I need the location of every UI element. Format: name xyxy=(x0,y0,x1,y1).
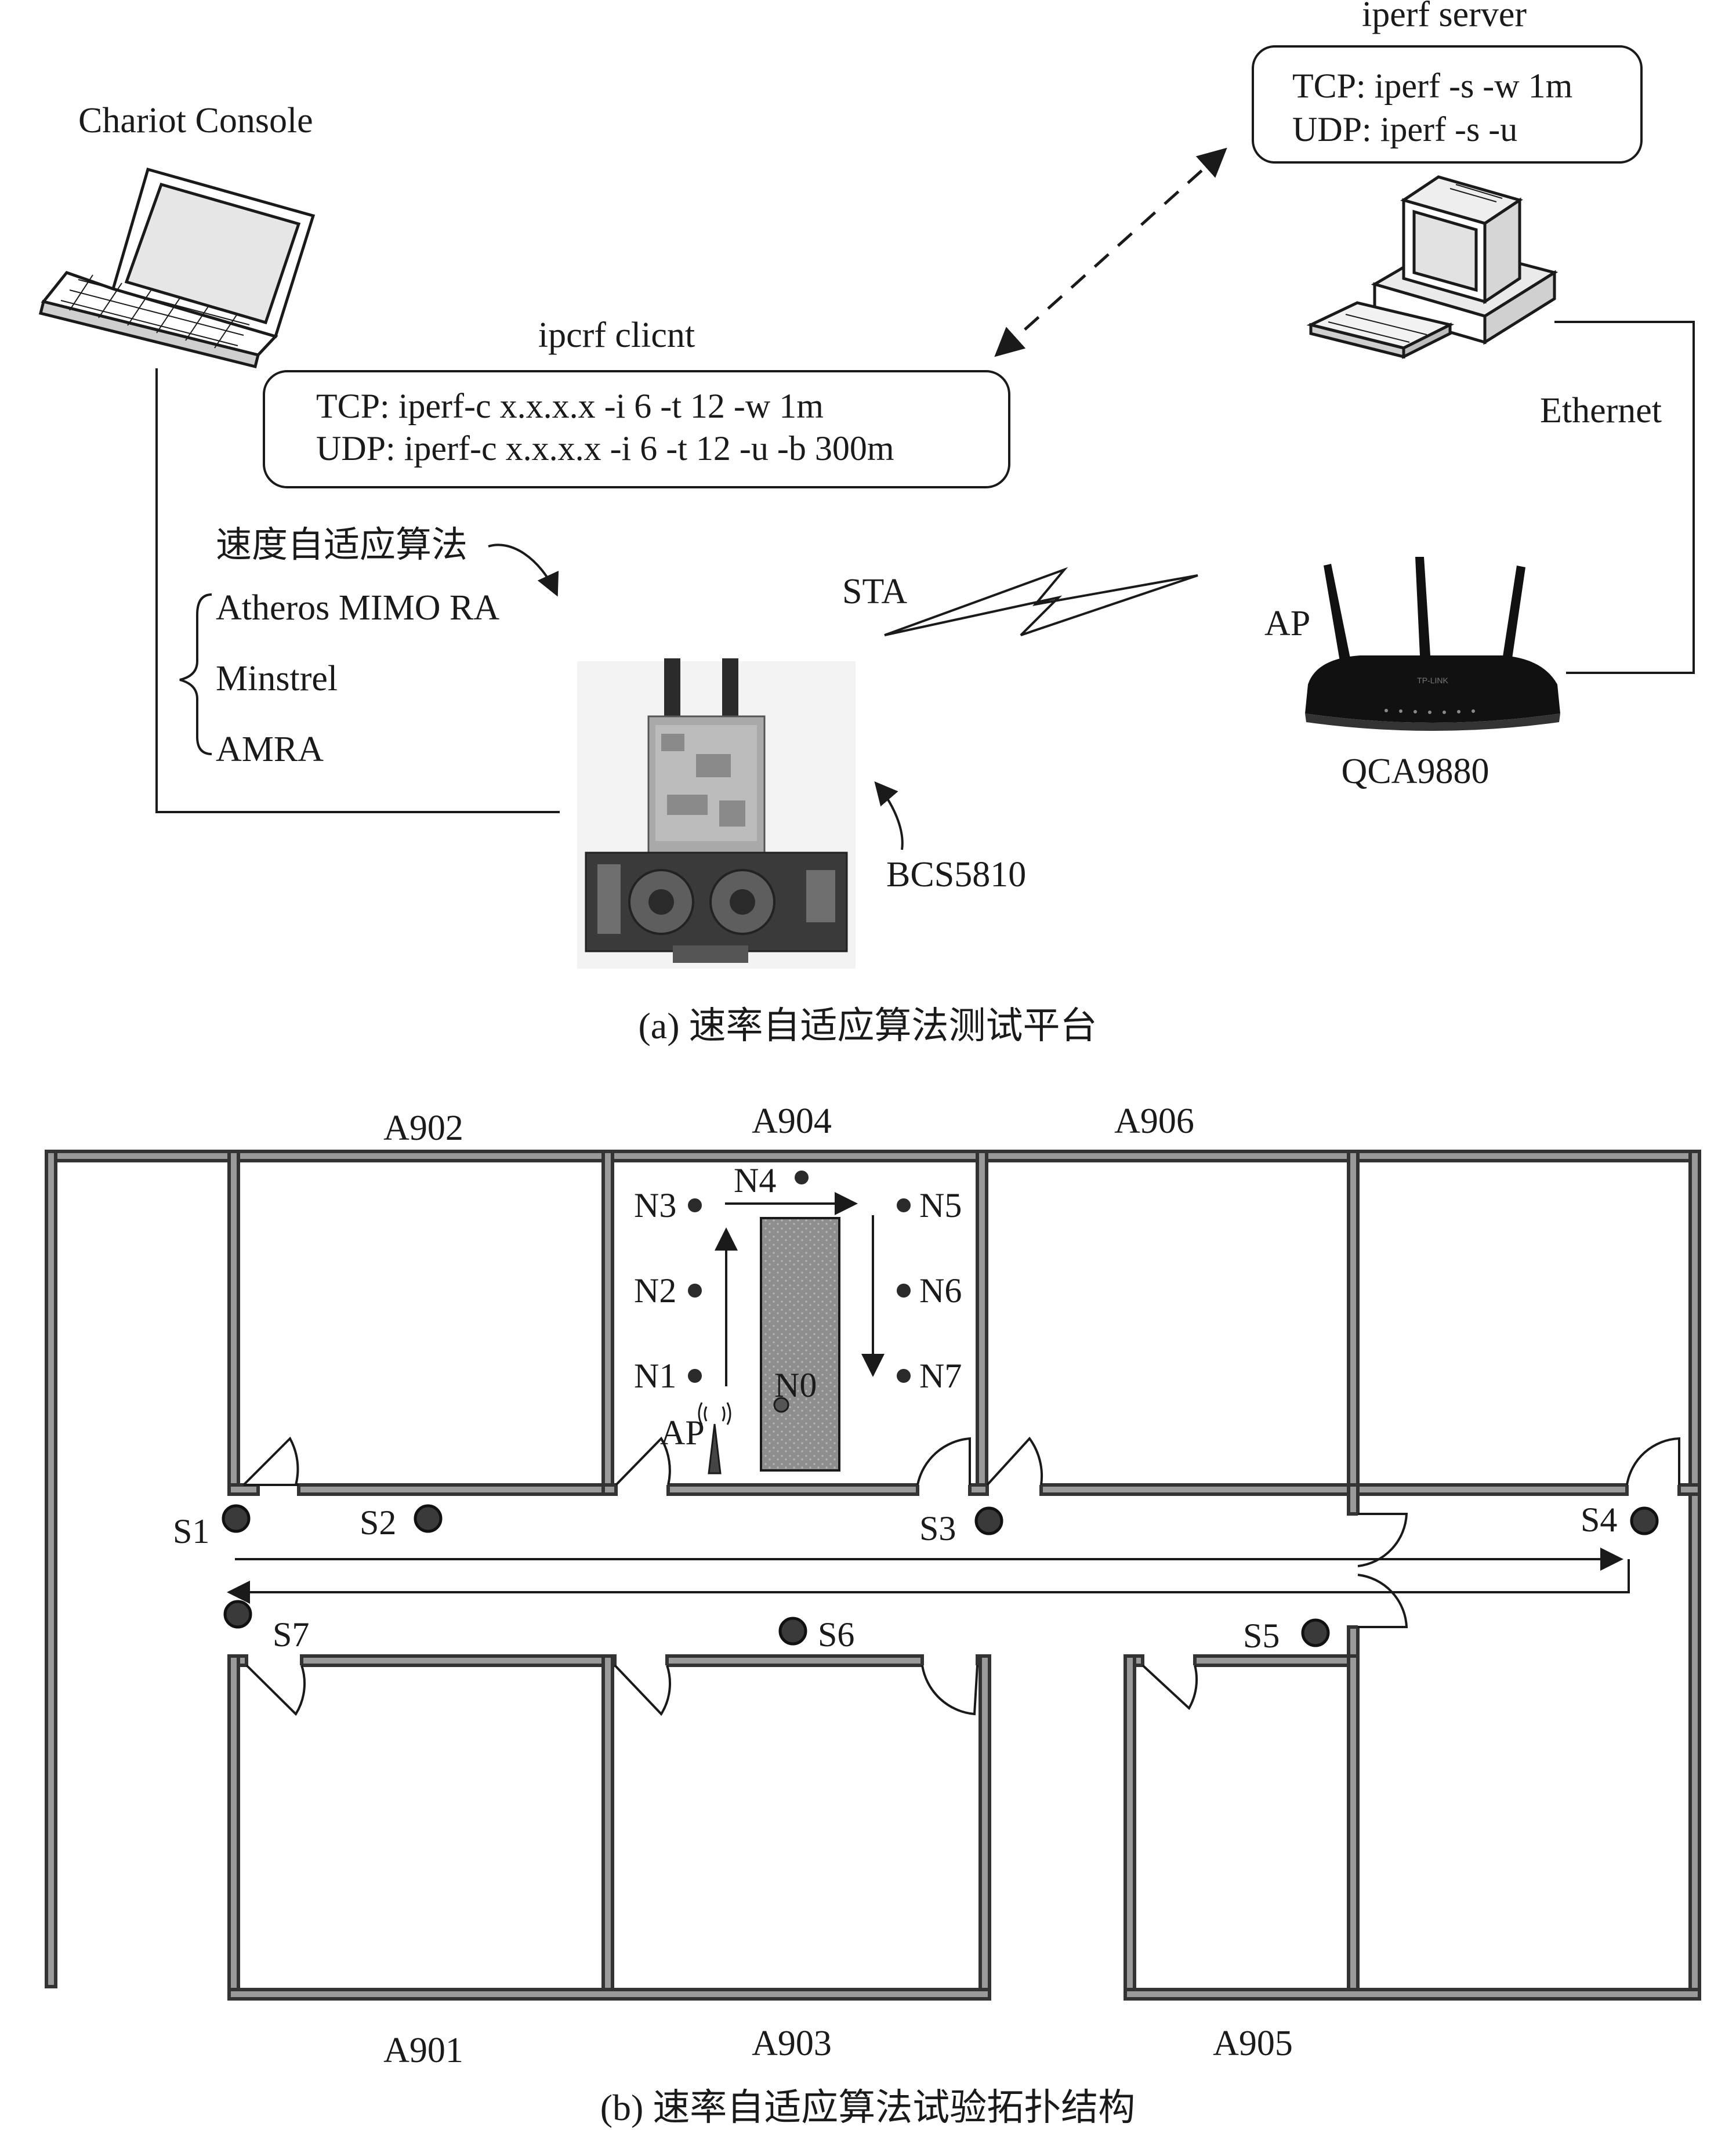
server-udp-command: UDP: iperf -s -u xyxy=(1292,110,1517,148)
node-label: N7 xyxy=(919,1357,962,1395)
node-marker xyxy=(222,1504,251,1533)
node-label: N3 xyxy=(634,1186,676,1224)
ap-label: AP xyxy=(1264,604,1310,643)
sta-label: STA xyxy=(842,572,907,611)
algorithm-item: Atheros MIMO RA xyxy=(216,588,499,628)
server-title: iperf server xyxy=(1362,0,1527,34)
node-marker xyxy=(1630,1506,1659,1535)
desktop-computer-icon xyxy=(1306,175,1559,360)
caption-b: (b) 速率自适应算法试验拓扑结构 xyxy=(600,2087,1136,2128)
server-command-box xyxy=(1252,45,1643,164)
room-label: A904 xyxy=(752,1102,832,1141)
router-icon: TP-LINK xyxy=(1305,557,1560,731)
node-label: S3 xyxy=(919,1509,956,1548)
algorithm-item: Minstrel xyxy=(216,659,338,698)
node-label: N1 xyxy=(634,1357,676,1395)
algorithm-brace xyxy=(179,593,212,755)
board-pointer-arrow xyxy=(874,781,904,850)
node-label: N5 xyxy=(919,1186,962,1224)
node-marker xyxy=(897,1284,911,1298)
board-model-label: BCS5810 xyxy=(886,855,1026,894)
node-label: S1 xyxy=(173,1512,209,1550)
node-marker xyxy=(688,1198,702,1212)
corridor-nodes xyxy=(222,1504,1659,1647)
algorithm-pointer-arrow xyxy=(488,544,559,597)
server-tcp-command: TCP: iperf -s -w 1m xyxy=(1292,67,1572,105)
node-marker xyxy=(688,1369,702,1383)
node-marker xyxy=(778,1617,807,1646)
algorithm-title: 速度自适应算法 xyxy=(216,526,467,565)
doors xyxy=(242,1436,1680,1716)
room-label: A905 xyxy=(1213,2024,1293,2063)
ap-node-label: AP xyxy=(660,1414,705,1452)
ap-antenna-icon xyxy=(698,1402,731,1474)
laptop-icon xyxy=(38,167,316,369)
corridor-route-arrow xyxy=(227,1559,1630,1604)
client-server-link xyxy=(994,147,1227,357)
board-image xyxy=(577,658,856,969)
router-brand-text: TP-LINK xyxy=(1417,676,1448,685)
node-label: N6 xyxy=(919,1271,962,1310)
wireless-link-icon xyxy=(884,567,1198,636)
room-label: A903 xyxy=(752,2024,832,2063)
node-label: S2 xyxy=(360,1503,396,1542)
room-label: A901 xyxy=(383,2031,463,2070)
node-marker xyxy=(974,1506,1003,1535)
node-marker xyxy=(897,1198,911,1212)
node-marker xyxy=(688,1284,702,1298)
client-tcp-command: TCP: iperf-c x.x.x.x -i 6 -t 12 -w 1m xyxy=(316,387,824,425)
algorithm-item: AMRA xyxy=(216,730,324,769)
walls xyxy=(45,1150,1701,2001)
room-label: A902 xyxy=(383,1108,463,1148)
node-marker xyxy=(1301,1618,1330,1647)
node-marker xyxy=(795,1171,809,1184)
router-model-label: QCA9880 xyxy=(1342,752,1489,791)
caption-a: (a) 速率自适应算法测试平台 xyxy=(638,1005,1097,1046)
node-label: N0 xyxy=(774,1366,817,1404)
test-platform-diagram: Chariot Console iperf server TCP: iper xyxy=(38,0,1695,1046)
node-label: S7 xyxy=(273,1615,309,1654)
node-label: N4 xyxy=(734,1161,776,1200)
client-command-box xyxy=(263,370,1010,488)
node-marker xyxy=(897,1369,911,1383)
floor-plan: A902 A904 A906 A901 A903 A905 xyxy=(45,1102,1701,2128)
inner-nodes xyxy=(688,1171,911,1413)
node-label: N2 xyxy=(634,1271,676,1310)
client-udp-command: UDP: iperf-c x.x.x.x -i 6 -t 12 -u -b 30… xyxy=(316,429,894,468)
table xyxy=(760,1217,840,1472)
ethernet-label: Ethernet xyxy=(1540,391,1662,430)
client-title: ipcrf clicnt xyxy=(538,316,695,355)
node-marker xyxy=(773,1397,789,1413)
node-label: S6 xyxy=(818,1615,854,1654)
node-marker xyxy=(223,1600,252,1629)
node-label: S4 xyxy=(1581,1501,1617,1539)
room-label: A906 xyxy=(1114,1102,1194,1141)
node-marker xyxy=(414,1504,443,1533)
node-label: S5 xyxy=(1243,1617,1280,1655)
console-label: Chariot Console xyxy=(78,101,313,140)
